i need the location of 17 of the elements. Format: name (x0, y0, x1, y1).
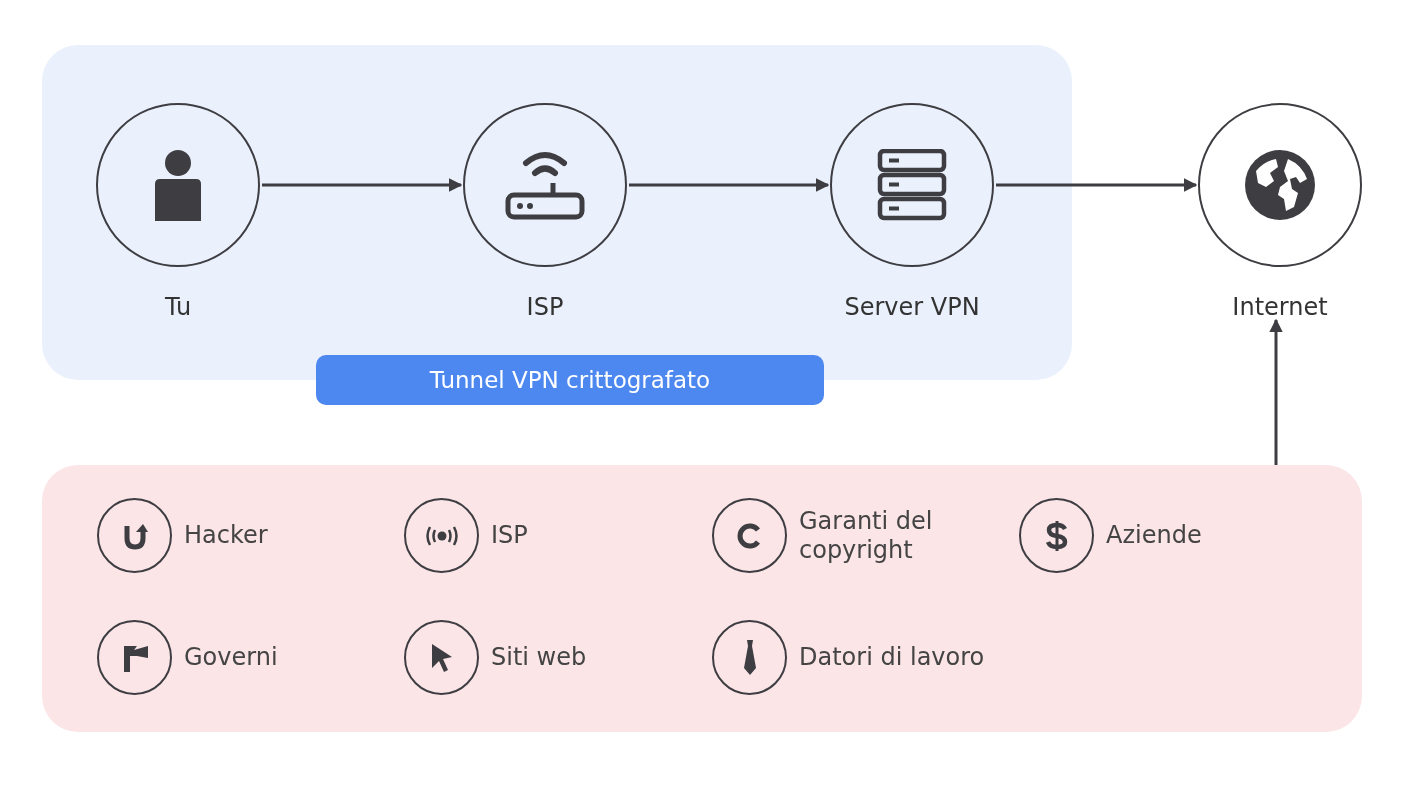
node-label: Tu (164, 293, 192, 321)
threat-label: Datori di lavoro (799, 643, 985, 672)
threat-label: Governi (184, 643, 278, 672)
threat-label: Aziende (1106, 521, 1202, 550)
threat-label: ISP (491, 521, 528, 550)
threats-panel (42, 465, 1362, 732)
node-label: Server VPN (844, 293, 980, 321)
arrow (1269, 318, 1283, 465)
tunnel-badge: Tunnel VPN crittografato (316, 355, 824, 405)
arrow (629, 178, 830, 192)
threat-label: Siti web (491, 643, 587, 672)
arrow (262, 178, 463, 192)
node-label: ISP (526, 293, 564, 321)
node-label: Internet (1232, 293, 1328, 321)
threat-label: Garanti del copyright (799, 506, 934, 565)
arrow (996, 178, 1198, 192)
threat-label: Hacker (184, 521, 268, 550)
